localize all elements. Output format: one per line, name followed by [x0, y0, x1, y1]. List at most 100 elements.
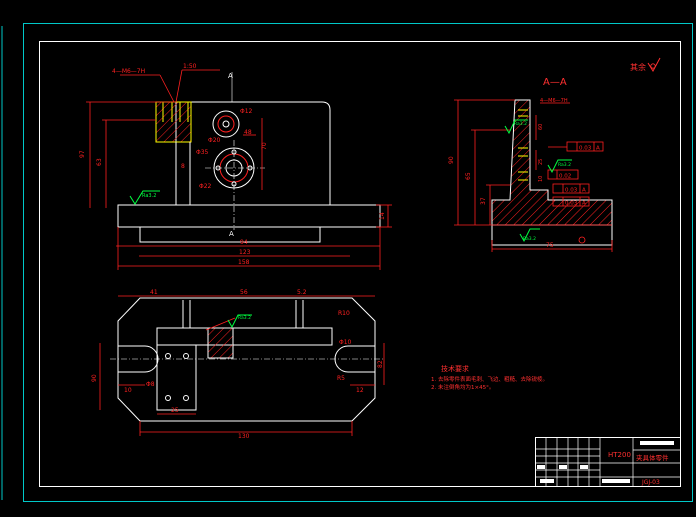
section-roughness-1-icon [504, 119, 528, 135]
tolerance-value-1: 0.03 [579, 146, 592, 152]
top-section-box [207, 327, 234, 359]
section-threads [518, 109, 528, 181]
dim-width-total: 158 [238, 259, 250, 266]
datum-symbol-icon [578, 236, 586, 244]
dim-hole-small: Φ20 [208, 137, 221, 144]
thread-section [155, 101, 192, 143]
top-dim-right-small: 5.2 [297, 289, 307, 296]
title-block-frame [535, 437, 681, 487]
section-mark-top: A [228, 72, 233, 80]
title-block-fill-5 [602, 479, 630, 483]
top-dim-height: 90 [91, 374, 98, 382]
top-roughness-icon [227, 314, 252, 329]
top-dim-slot-left: 10 [124, 387, 132, 394]
section-dim-total: 90 [448, 156, 455, 164]
section-view: A—A 4—M6—7H 90 [448, 77, 613, 252]
dim-width-mid: 123 [239, 249, 251, 256]
section-upright [491, 99, 613, 226]
section-roughness-base: Ra3.2 [523, 236, 536, 242]
tech-item-1: 1. 去除零件表面毛刺、飞边、粗糙、去除锐棱。 [431, 375, 548, 383]
top-stem [156, 344, 197, 411]
front-dimensions [86, 69, 392, 270]
dim-inner-height: 63 [96, 158, 103, 166]
tolerance-value-3: 0.03 [565, 188, 578, 194]
title-block-fill-1 [537, 465, 545, 469]
section-dimensions [454, 99, 613, 252]
surface-note-text: 其余 [630, 62, 646, 72]
tolerance-datum-1: A [596, 146, 600, 152]
roughness-circle-icon [650, 63, 656, 69]
base-plate [117, 204, 381, 228]
dim-hole-right: 70 [261, 142, 268, 150]
top-holes [165, 353, 189, 401]
outer-frame [23, 23, 693, 502]
tech-requirements: 技术要求 1. 去除零件表面毛刺、飞边、粗糙、去除锐棱。 2. 未注倒角均为1×… [431, 364, 548, 391]
top-dim-hole-dia: Φ10 [339, 339, 352, 346]
tolerance-datum-4: A [582, 201, 586, 207]
top-dim-slot-right: 12 [356, 387, 364, 394]
tech-item-2: 2. 未注倒角均为1×45°。 [431, 383, 494, 391]
tolerance-frame-2: 0.02 [547, 169, 579, 180]
section-roughness-1: Ra3.2 [514, 121, 527, 127]
dim-bore: Φ35 [196, 149, 209, 156]
sheet-frame [1, 23, 693, 502]
dim-bore-small: Φ22 [199, 183, 212, 190]
dim-hole-chamfer: 48 [244, 129, 252, 136]
top-dim-left-offset: 41 [150, 289, 158, 296]
top-hole-inner [217, 115, 235, 133]
title-block-fill-2 [559, 465, 567, 469]
front-roughness-icon [129, 190, 160, 205]
section-dim-width: 75 [546, 242, 554, 249]
dim-hole-top: Φ12 [240, 108, 253, 115]
top-dim-small-w: 25 [171, 407, 179, 414]
dim-left-height: 97 [79, 150, 86, 158]
title-block-grid [535, 437, 680, 486]
front-view: A A 4—M6—7H 1:50 97 63 Φ12 48 [79, 63, 392, 270]
tolerance-frame-1: 0.03 A [548, 141, 604, 152]
title-block: HT200 夹具体零件 JGJ-03 [535, 437, 681, 487]
top-dimensions [99, 295, 385, 436]
upright-outline [175, 101, 331, 206]
section-roughness-2: Ra3.2 [558, 162, 571, 168]
title-drawing-no: JGJ-03 [641, 479, 660, 486]
dim-width-inner: 94 [240, 239, 248, 246]
section-dim-low: 37 [480, 197, 487, 205]
title-block-fill-3 [580, 465, 588, 469]
dim-thread-callout: 4—M6—7H [112, 68, 145, 75]
top-dim-mid-width: 56 [240, 289, 248, 296]
surface-note: 其余 [630, 57, 661, 72]
top-hole-core [222, 120, 230, 128]
section-roughness-base-icon [519, 228, 540, 243]
top-hole-outer [212, 110, 240, 138]
title-block-fill-6 [640, 441, 674, 445]
front-roughness-text: Ra3.2 [142, 193, 156, 199]
section-title: A—A [543, 77, 567, 88]
title-material: HT200 [608, 451, 631, 459]
roughness-symbol-icon [647, 57, 661, 72]
dim-center-offset: 8 [181, 163, 185, 170]
top-view: 41 56 5.2 R10 90 82 10 12 Φ10 Φ8 25 130 … [91, 289, 385, 440]
tolerance-frame-3: 0.03 A [552, 183, 590, 194]
section-dim-d3: 10 [538, 176, 544, 182]
top-dim-total: 130 [238, 433, 250, 440]
dim-base-height: 14 [379, 212, 386, 220]
section-dim-d2: 25 [538, 159, 544, 165]
section-dim-mid: 65 [465, 172, 472, 180]
tolerance-value-2: 0.02 [559, 174, 571, 180]
top-dim-slot-r: R10 [338, 310, 350, 317]
base-recess [139, 226, 321, 243]
tolerance-datum-3: A [582, 188, 586, 194]
title-block-fill-4 [540, 479, 554, 483]
section-dim-d1: 60 [538, 124, 544, 130]
inner-frame [39, 41, 681, 487]
section-thread-note: 4—M6—7H [540, 98, 568, 104]
section-roughness-2-icon [547, 159, 572, 174]
tech-title: 技术要求 [441, 364, 469, 373]
title-name: 夹具体零件 [636, 453, 669, 462]
top-upright [156, 327, 333, 346]
dim-top-callout: 1:50 [183, 63, 197, 70]
tolerance-frame-4: 0.03 A [552, 196, 590, 207]
top-dim-height-right: 82 [377, 360, 384, 368]
tolerance-value-4: 0.03 [565, 201, 578, 207]
